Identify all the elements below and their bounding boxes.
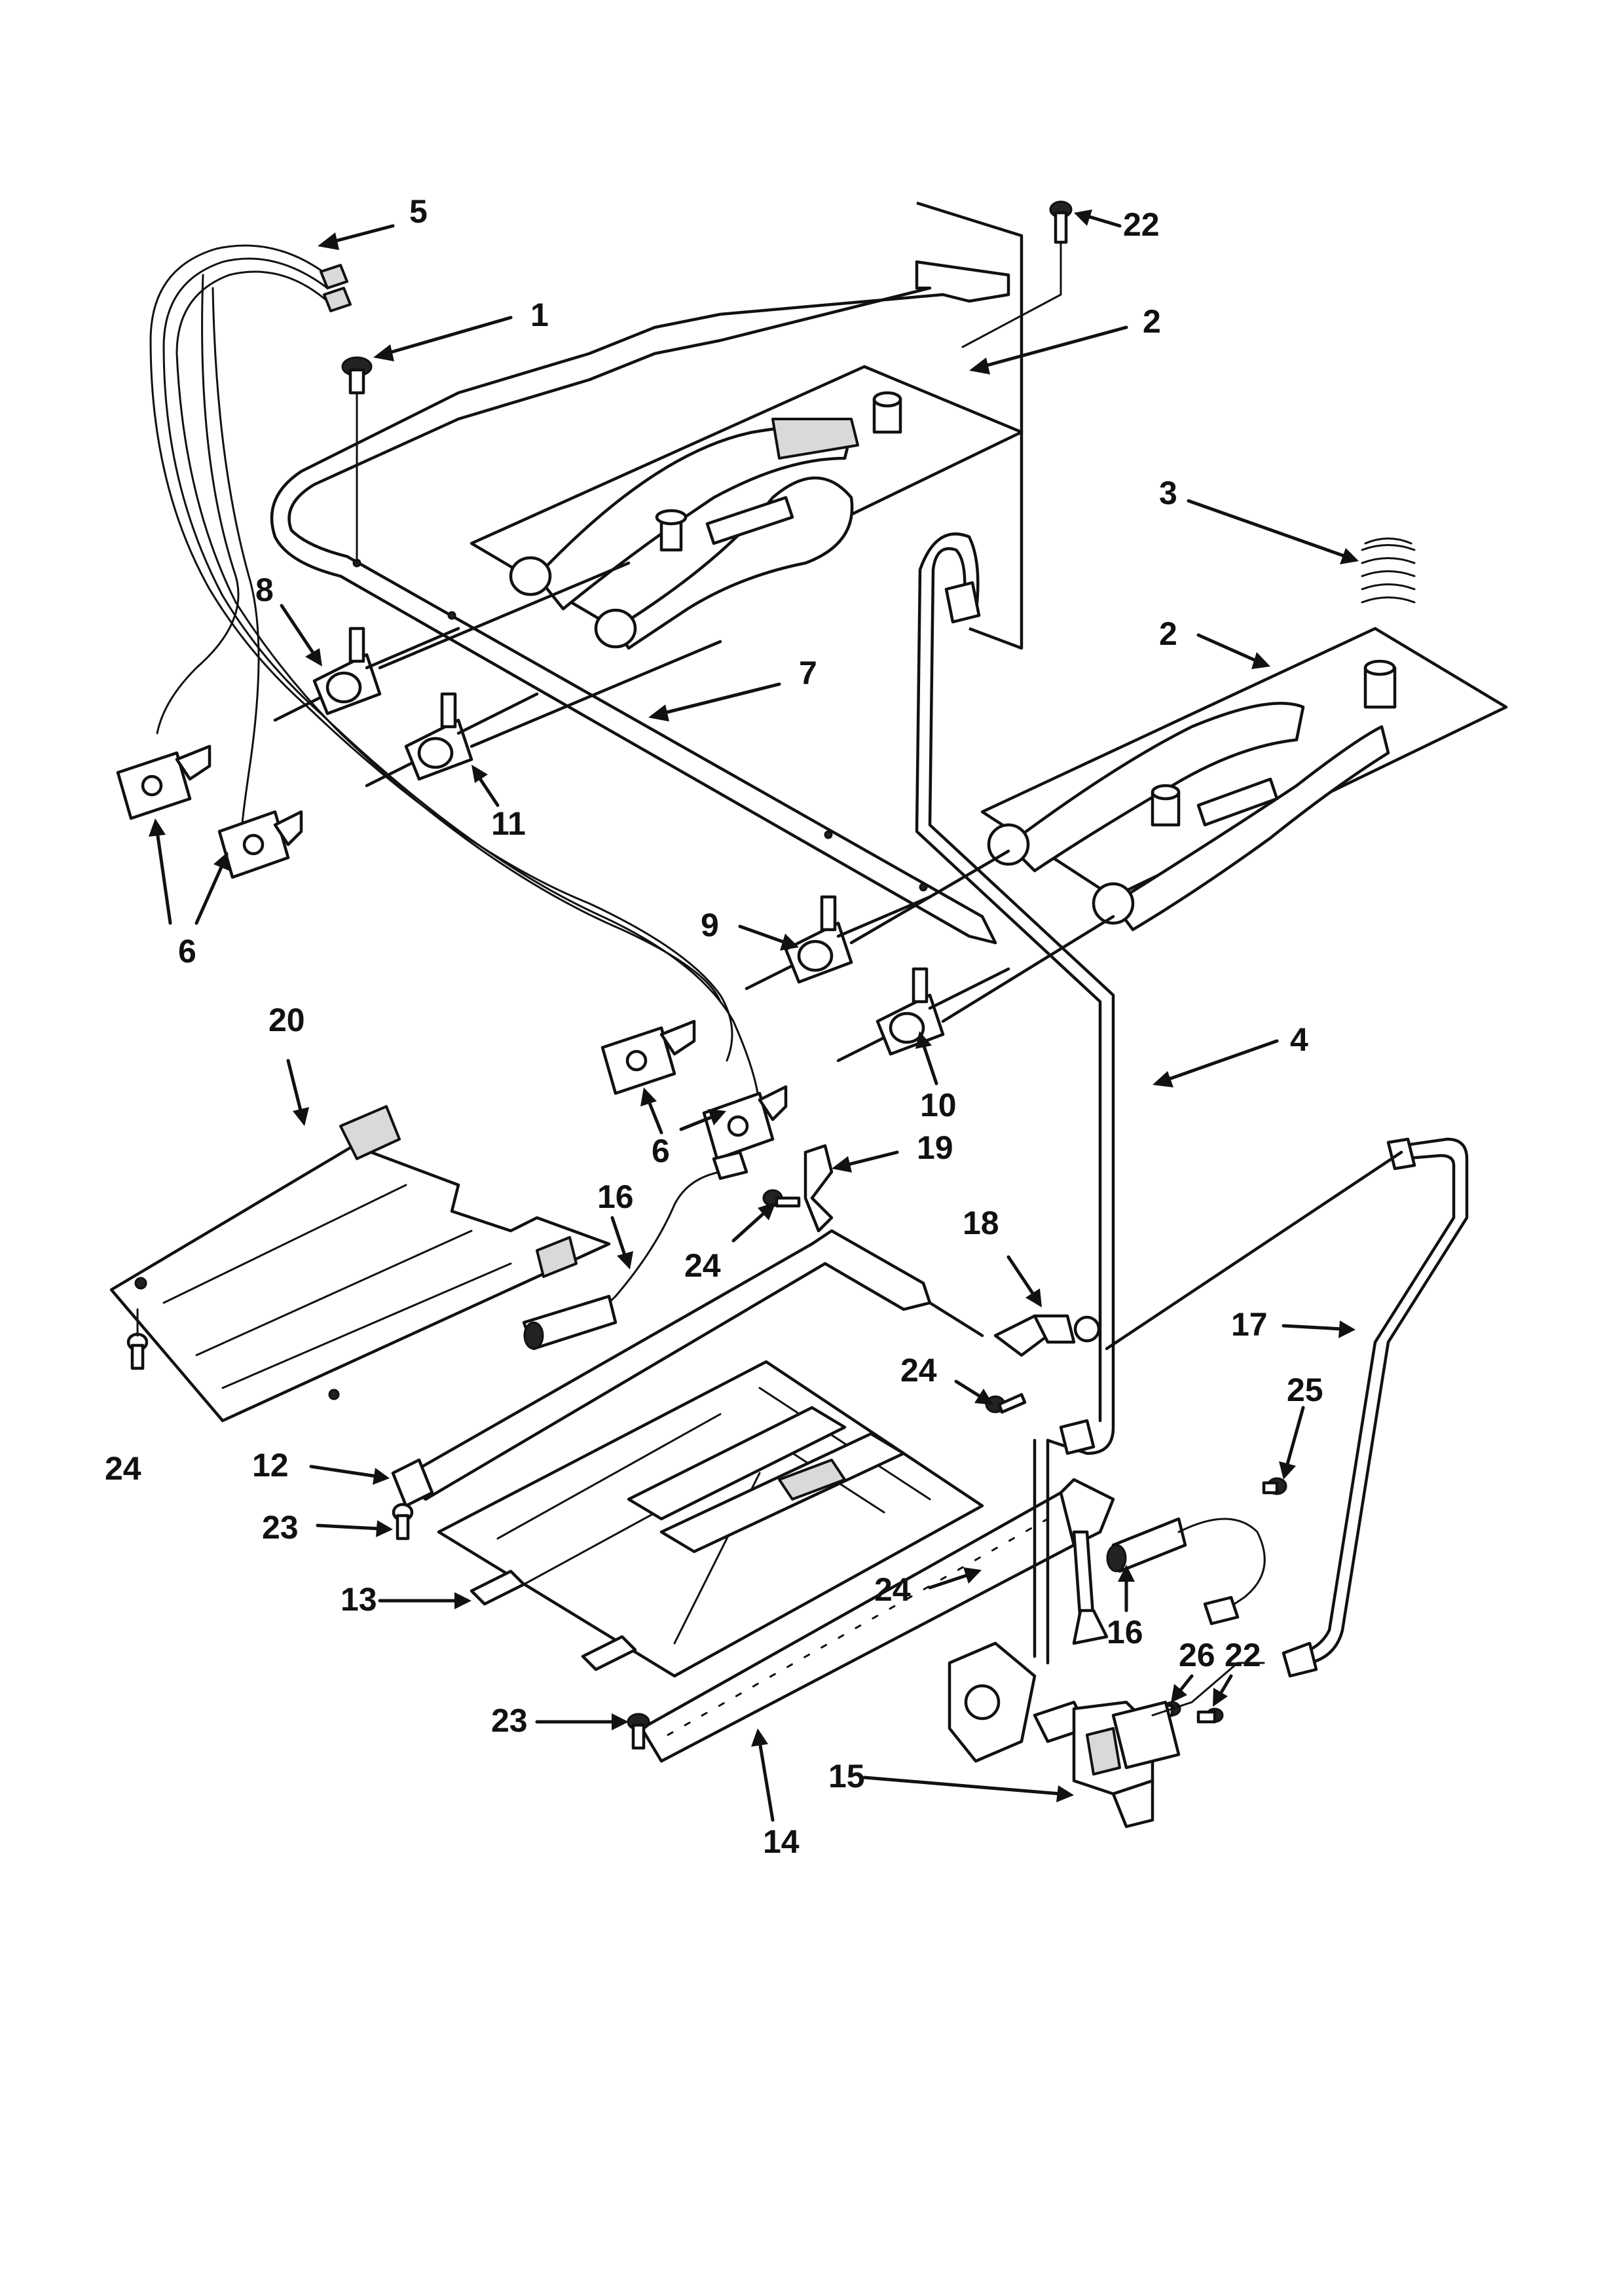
ignition-switches [116, 744, 788, 1161]
callout-22: 22 [1123, 206, 1160, 243]
manifold-pipe [270, 260, 1010, 945]
callout-17: 17 [1231, 1306, 1268, 1343]
wire-harness [149, 244, 761, 1114]
ignitor-16-upper [522, 1150, 748, 1351]
callout-labels: 5 22 1 2 3 2 8 7 11 6 9 4 10 20 6 19 16 … [105, 193, 1323, 1860]
callout-arrows [149, 210, 1359, 1822]
callout-1: 1 [530, 297, 549, 333]
gas-tube-17 [1105, 1137, 1469, 1678]
callout-4: 4 [1290, 1021, 1308, 1058]
right-burners [987, 659, 1397, 932]
screw-24-left [126, 1308, 149, 1370]
screw-22-guide [961, 241, 1062, 348]
callout-11: 11 [491, 805, 526, 842]
broil-burner-14 [640, 1478, 1115, 1763]
callout-16: 16 [1107, 1614, 1143, 1650]
callout-13: 13 [341, 1581, 377, 1618]
callout-8: 8 [255, 572, 274, 608]
screw-23-upper [392, 1503, 414, 1540]
callout-12: 12 [252, 1447, 289, 1484]
gas-valve-15 [948, 1438, 1265, 1829]
callout-19: 19 [917, 1129, 953, 1166]
callout-18: 18 [963, 1205, 999, 1241]
burner-tube-12 [391, 1229, 1101, 1508]
callout-15: 15 [828, 1758, 865, 1795]
callout-2: 2 [1143, 303, 1161, 340]
screw-22-top [1049, 200, 1073, 244]
callout-23: 23 [491, 1702, 528, 1739]
callout-25: 25 [1287, 1372, 1323, 1408]
callout-9: 9 [701, 907, 719, 943]
bracket-19 [803, 1144, 834, 1233]
heat-shield-20 [109, 1105, 611, 1423]
callout-16: 16 [597, 1178, 634, 1215]
callout-2: 2 [1159, 615, 1177, 652]
callout-6: 6 [652, 1133, 670, 1169]
ignitor-16-lower [1106, 1517, 1266, 1626]
spring [1361, 538, 1416, 604]
callout-24: 24 [900, 1352, 937, 1389]
burner-valves [273, 561, 1115, 1063]
screws-24-center [762, 1189, 1027, 1414]
callout-14: 14 [763, 1823, 800, 1860]
callout-24: 24 [105, 1450, 141, 1487]
burner-plate-13 [437, 1360, 984, 1678]
screw-1 [341, 356, 373, 395]
callout-6: 6 [178, 933, 196, 970]
callout-3: 3 [1159, 475, 1177, 511]
gas-tube-4 [915, 532, 1115, 1455]
callout-7: 7 [799, 655, 817, 691]
callout-10: 10 [920, 1087, 957, 1123]
callout-24: 24 [874, 1571, 911, 1608]
callout-5: 5 [409, 193, 428, 230]
callout-22: 22 [1225, 1637, 1261, 1673]
callout-23: 23 [262, 1509, 299, 1546]
callout-26: 26 [1179, 1637, 1215, 1673]
callout-24: 24 [684, 1247, 721, 1284]
drawing [109, 200, 1508, 1829]
upper-burners [509, 391, 902, 650]
callout-20: 20 [268, 1002, 305, 1038]
screw-23-lower [627, 1713, 650, 1750]
